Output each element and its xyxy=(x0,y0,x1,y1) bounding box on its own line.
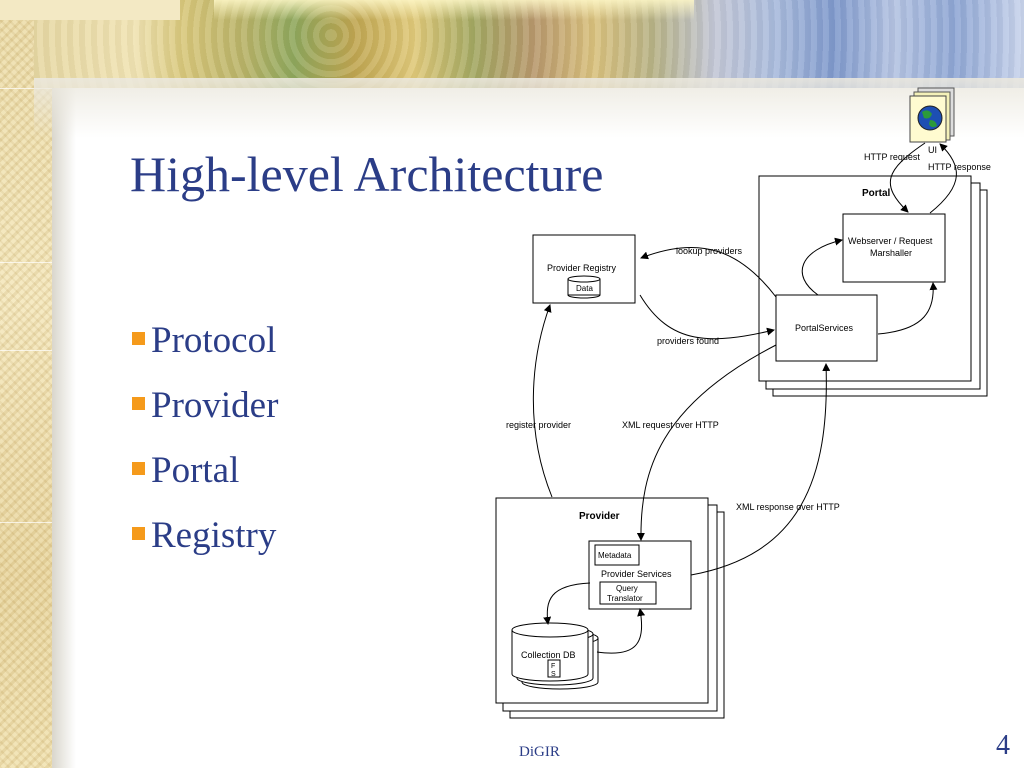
xml-response-arrow xyxy=(690,363,831,576)
diagram-connectors xyxy=(532,142,957,654)
page-number: 4 xyxy=(996,730,1010,761)
http-request-arrow xyxy=(889,142,926,213)
portal-to-webserver-arrow xyxy=(801,237,843,296)
ui-label: UI xyxy=(928,145,937,155)
collection-db-label: Collection DB xyxy=(521,650,576,660)
register-provider-label: register provider xyxy=(506,420,571,430)
bullet-list: Protocol Provider Portal Registry xyxy=(132,308,278,568)
portal-services-label: PortalServices xyxy=(795,323,854,333)
provider-registry-label: Provider Registry xyxy=(547,263,617,273)
providers-found-arrow xyxy=(639,294,775,340)
lookup-providers-label: lookup providers xyxy=(676,246,743,256)
collection-db-icon xyxy=(511,622,599,690)
http-response-label: HTTP response xyxy=(928,162,991,172)
db-to-services-arrow xyxy=(596,608,646,654)
bullet-text: Portal xyxy=(151,450,240,491)
portal-title: Portal xyxy=(862,188,891,199)
banner-glow xyxy=(214,0,694,20)
providers-found-label: providers found xyxy=(657,336,719,346)
metadata-box xyxy=(594,544,640,566)
bullet-item: Portal xyxy=(132,438,278,503)
footer-label: DiGIR xyxy=(519,744,560,760)
http-response-arrow xyxy=(929,143,957,214)
bullet-item: Provider xyxy=(132,373,278,438)
portal-services-to-webserver-arrow xyxy=(877,282,938,335)
metadata-label: Metadata xyxy=(598,551,632,560)
fs-label: F xyxy=(551,663,555,670)
database-icon xyxy=(567,275,601,299)
provider-title: Provider xyxy=(579,511,620,522)
xml-request-arrow xyxy=(636,344,777,541)
fs-label: S xyxy=(551,671,556,678)
xml-response-label: XML response over HTTP xyxy=(736,502,840,512)
square-bullet-icon xyxy=(132,397,145,410)
bullet-item: Registry xyxy=(132,503,278,568)
registry-data-label: Data xyxy=(576,284,593,293)
provider-services-label: Provider Services xyxy=(601,569,672,579)
strip-divider xyxy=(0,522,52,523)
square-bullet-icon xyxy=(132,527,145,540)
services-to-db-arrow xyxy=(543,582,591,625)
lookup-providers-arrow xyxy=(640,246,777,298)
bullet-text: Provider xyxy=(151,385,279,426)
webserver-box xyxy=(842,213,946,283)
strip-divider xyxy=(0,350,52,351)
globe-document-icon xyxy=(909,87,955,143)
register-provider-arrow xyxy=(532,304,553,498)
query-translator-label: Query xyxy=(616,584,638,593)
bullet-item: Protocol xyxy=(132,308,278,373)
fs-box xyxy=(547,659,561,678)
strip-divider xyxy=(0,262,52,263)
portal-frame xyxy=(758,175,988,397)
http-request-label: HTTP request xyxy=(864,152,920,162)
query-translator-box xyxy=(599,581,657,605)
xml-request-label: XML request over HTTP xyxy=(622,420,719,430)
portal-services-box xyxy=(775,294,878,362)
bullet-text: Protocol xyxy=(151,320,277,361)
strip-divider xyxy=(0,88,52,89)
webserver-label: Webserver / Request xyxy=(848,236,933,246)
square-bullet-icon xyxy=(132,462,145,475)
query-translator-label: Translator xyxy=(607,594,643,603)
banner-corner xyxy=(0,0,180,20)
decorative-banner xyxy=(34,0,1024,88)
slide-title: High-level Architecture xyxy=(130,146,604,202)
square-bullet-icon xyxy=(132,332,145,345)
bullet-text: Registry xyxy=(151,515,277,556)
banner-shadow xyxy=(34,78,1024,138)
webserver-label: Marshaller xyxy=(870,248,912,258)
